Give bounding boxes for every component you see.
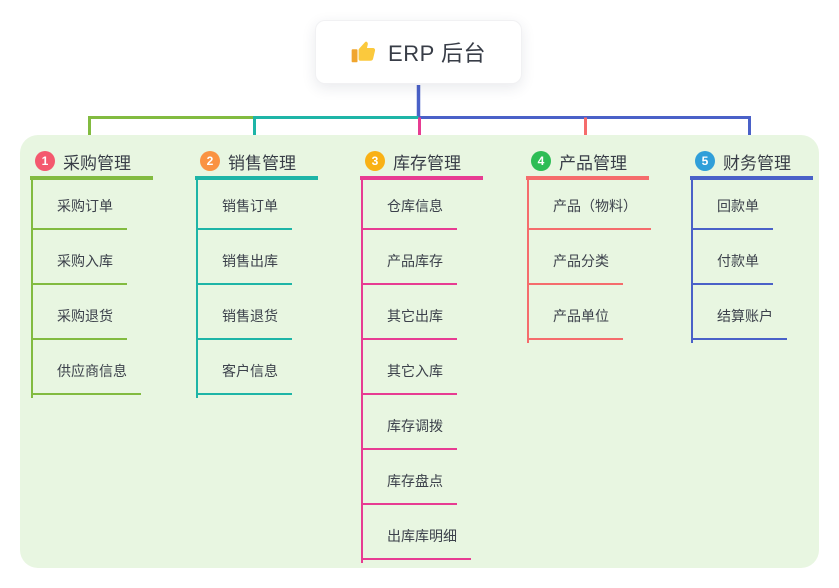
branch-head-product[interactable]: 4 产品管理 — [526, 146, 649, 180]
branch-item-finance-1[interactable]: 回款单 — [691, 196, 773, 230]
branch-item-inventory-5[interactable]: 库存调拨 — [361, 416, 457, 450]
branch-label-inventory: 库存管理 — [393, 153, 461, 173]
root-title: ERP 后台 — [388, 41, 486, 66]
branch-badge-finance: 5 — [695, 151, 715, 171]
branch-item-sales-3[interactable]: 销售退货 — [196, 306, 292, 340]
branch-item-purchase-2[interactable]: 采购入库 — [31, 251, 127, 285]
thumbs-up-icon — [351, 39, 377, 65]
branch-item-sales-1[interactable]: 销售订单 — [196, 196, 292, 230]
branch-vline-finance — [691, 180, 693, 343]
branch-item-product-1[interactable]: 产品（物料） — [527, 196, 651, 230]
branch-badge-product: 4 — [531, 151, 551, 171]
branch-vline-purchase — [31, 180, 33, 398]
branch-label-finance: 财务管理 — [723, 153, 791, 173]
branch-label-purchase: 采购管理 — [63, 153, 131, 173]
branch-item-inventory-4[interactable]: 其它入库 — [361, 361, 457, 395]
branch-item-finance-3[interactable]: 结算账户 — [691, 306, 787, 340]
branch-item-inventory-6[interactable]: 库存盘点 — [361, 471, 457, 505]
branch-item-purchase-4[interactable]: 供应商信息 — [31, 361, 141, 395]
branch-label-product: 产品管理 — [559, 153, 627, 173]
branch-label-sales: 销售管理 — [228, 153, 296, 173]
branch-item-inventory-3[interactable]: 其它出库 — [361, 306, 457, 340]
branches-panel — [20, 135, 819, 568]
branch-head-sales[interactable]: 2 销售管理 — [195, 146, 318, 180]
branch-vline-inventory — [361, 180, 363, 563]
branch-badge-purchase: 1 — [35, 151, 55, 171]
branch-item-inventory-1[interactable]: 仓库信息 — [361, 196, 457, 230]
branch-item-purchase-3[interactable]: 采购退货 — [31, 306, 127, 340]
branch-item-sales-2[interactable]: 销售出库 — [196, 251, 292, 285]
branch-vline-product — [527, 180, 529, 343]
branch-item-finance-2[interactable]: 付款单 — [691, 251, 773, 285]
branch-item-inventory-2[interactable]: 产品库存 — [361, 251, 457, 285]
branch-item-sales-4[interactable]: 客户信息 — [196, 361, 292, 395]
branch-badge-sales: 2 — [200, 151, 220, 171]
root-node[interactable]: ERP 后台 — [315, 20, 522, 84]
branch-item-product-3[interactable]: 产品单位 — [527, 306, 623, 340]
branch-item-purchase-1[interactable]: 采购订单 — [31, 196, 127, 230]
branch-badge-inventory: 3 — [365, 151, 385, 171]
branch-item-product-2[interactable]: 产品分类 — [527, 251, 623, 285]
branch-vline-sales — [196, 180, 198, 398]
branch-head-purchase[interactable]: 1 采购管理 — [30, 146, 153, 180]
branch-head-inventory[interactable]: 3 库存管理 — [360, 146, 483, 180]
branch-item-inventory-7[interactable]: 出库库明细 — [361, 526, 471, 560]
branch-head-finance[interactable]: 5 财务管理 — [690, 146, 813, 180]
